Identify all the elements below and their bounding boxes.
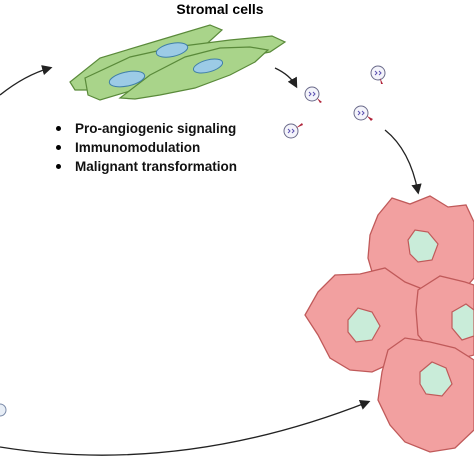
- arrow-bottom-to-tumor: [0, 400, 371, 456]
- tumor-cluster: [304, 195, 474, 453]
- stromal-cell: [118, 46, 270, 100]
- arrow-left-to-stromal: [0, 65, 53, 96]
- tumor-nucleus: [407, 229, 439, 263]
- arrow-vesicles-to-tumor: [384, 129, 422, 195]
- vesicle: [304, 86, 322, 103]
- tumor-cell: [377, 337, 474, 453]
- nucleus: [108, 70, 146, 88]
- nucleus: [155, 42, 189, 58]
- nucleus: [192, 58, 224, 74]
- stromal-cells-group: [69, 24, 287, 101]
- list-item: Malignant transformation: [52, 157, 237, 176]
- diagram-title: Stromal cells: [176, 1, 264, 17]
- list-item: Pro-angiogenic signaling: [52, 119, 237, 138]
- list-item: Immunomodulation: [52, 138, 237, 157]
- tumor-nucleus: [419, 361, 453, 397]
- vesicle: [283, 123, 303, 139]
- vesicles-group: [0, 65, 386, 417]
- vesicle-partial: [0, 403, 7, 417]
- tumor-nucleus: [451, 303, 474, 341]
- function-list: Pro-angiogenic signaling Immunomodulatio…: [52, 119, 237, 176]
- arrow-stromal-to-vesicles: [274, 67, 298, 89]
- vesicle: [353, 105, 373, 121]
- tumor-nucleus: [347, 307, 381, 343]
- vesicle: [370, 65, 386, 84]
